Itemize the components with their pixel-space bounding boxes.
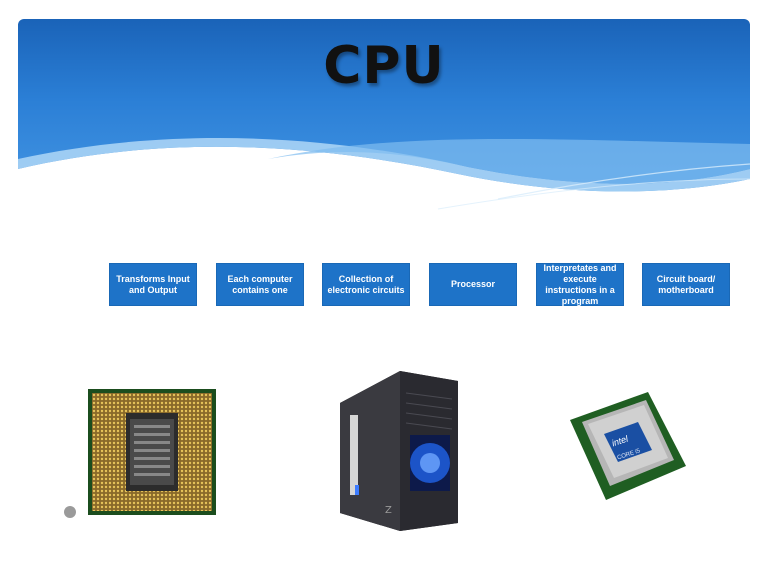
title-banner: [18, 19, 750, 221]
concept-box-input-output: Transforms Input and Output: [109, 263, 197, 306]
concept-box-processor: Processor: [429, 263, 517, 306]
concept-box-instructions: Interpretates and execute instructions i…: [536, 263, 624, 306]
computer-tower-image: Z: [340, 371, 458, 531]
wave-decoration: [18, 138, 750, 221]
concept-box-label: Interpretates and execute instructions i…: [543, 262, 617, 306]
concept-box-label: Collection of electronic circuits: [327, 273, 405, 295]
concept-box-label: Circuit board/ motherboard: [656, 273, 716, 295]
concept-box-label: Each computer contains one: [227, 273, 293, 295]
concept-box-electronic-circuits: Collection of electronic circuits: [322, 263, 410, 306]
concept-box-circuit-board: Circuit board/ motherboard: [642, 263, 730, 306]
slide-title: CPU: [323, 36, 445, 96]
intel-chip-image: intel CORE i5: [570, 392, 686, 500]
tower-logo: Z: [385, 505, 392, 516]
concept-box-each-computer: Each computer contains one: [216, 263, 304, 306]
cpu-pins-image: [64, 389, 216, 518]
concept-box-label: Processor: [450, 279, 496, 289]
concept-boxes: Transforms Input and Output Each compute…: [0, 263, 768, 307]
concept-box-label: Transforms Input and Output: [116, 273, 190, 295]
